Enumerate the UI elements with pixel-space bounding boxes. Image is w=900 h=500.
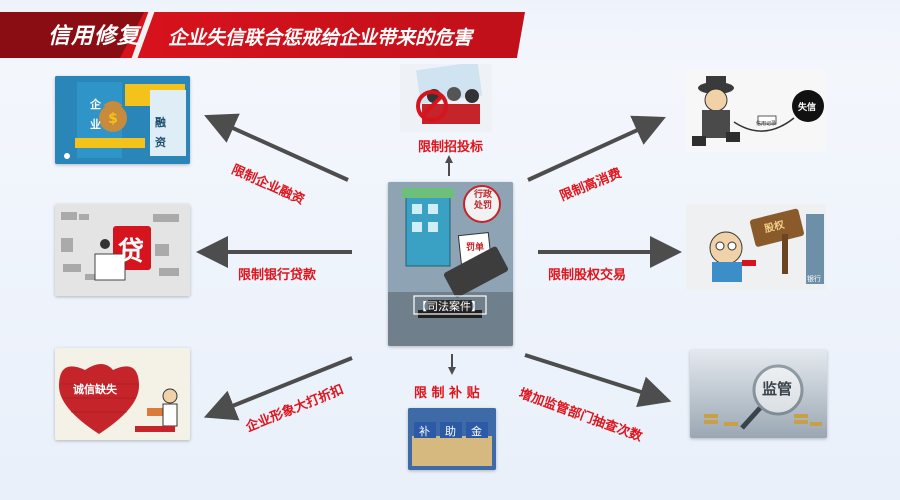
financing-image: $ 企 业 融 资: [55, 76, 190, 164]
judicial-book-text: 罚单: [466, 243, 485, 253]
subsidy-img-text-2: 助: [445, 425, 456, 438]
equity-image: 股权 银行: [686, 204, 826, 290]
subsidy-img-text-1: 补: [419, 425, 430, 438]
bidding-image: [400, 64, 492, 132]
inspection-image: 监管: [690, 350, 827, 438]
bank-loan-img-text: 贷: [118, 237, 145, 267]
consumption-image: 失信 信用记录: [686, 70, 826, 152]
label-bidding: 限制招投标: [418, 140, 484, 155]
corporate-image-img-text: 诚信缺失: [73, 383, 117, 396]
banner-title-block: [120, 12, 525, 58]
consumption-img-text-1: 失信: [798, 103, 817, 113]
page-title: 企业失信联合惩戒给企业带来的危害: [168, 27, 473, 49]
arrow-to-financing: [204, 113, 349, 182]
banner-tag: 信用修复: [48, 24, 141, 49]
header-banner: 信用修复 企业失信联合惩戒给企业带来的危害: [0, 12, 525, 58]
arrow-to-image: [203, 356, 353, 421]
subsidy-image: 补 助 金: [408, 408, 496, 470]
financing-img-text-1: 企: [90, 98, 101, 111]
svg-text:$: $: [108, 111, 118, 127]
consumption-img-text-2: 信用记录: [756, 121, 777, 127]
label-subsidy: 限 制 补 贴: [414, 386, 480, 401]
corporate-image-image: 诚信缺失: [55, 348, 190, 440]
label-equity: 限制股权交易: [548, 268, 627, 283]
judicial-case-caption: 【司法案件】: [416, 300, 482, 313]
inspection-img-text: 监管: [762, 380, 793, 398]
judicial-stamp-text: 行政处罚: [473, 190, 492, 211]
financing-img-text-4: 资: [155, 136, 166, 149]
judicial-case-image: 行政处罚 罚单 【司法案件】: [388, 182, 513, 346]
bank-loan-image: 贷: [55, 204, 190, 296]
subsidy-img-text-3: 金: [471, 425, 482, 438]
arrow-to-consumption: [527, 115, 666, 182]
label-bank-loan: 限制银行贷款: [238, 268, 317, 283]
arrow-to-inspection: [524, 353, 672, 408]
financing-img-text-2: 业: [90, 118, 101, 131]
equity-img-text-2: 银行: [807, 275, 821, 283]
financing-img-text-3: 融: [155, 116, 166, 129]
